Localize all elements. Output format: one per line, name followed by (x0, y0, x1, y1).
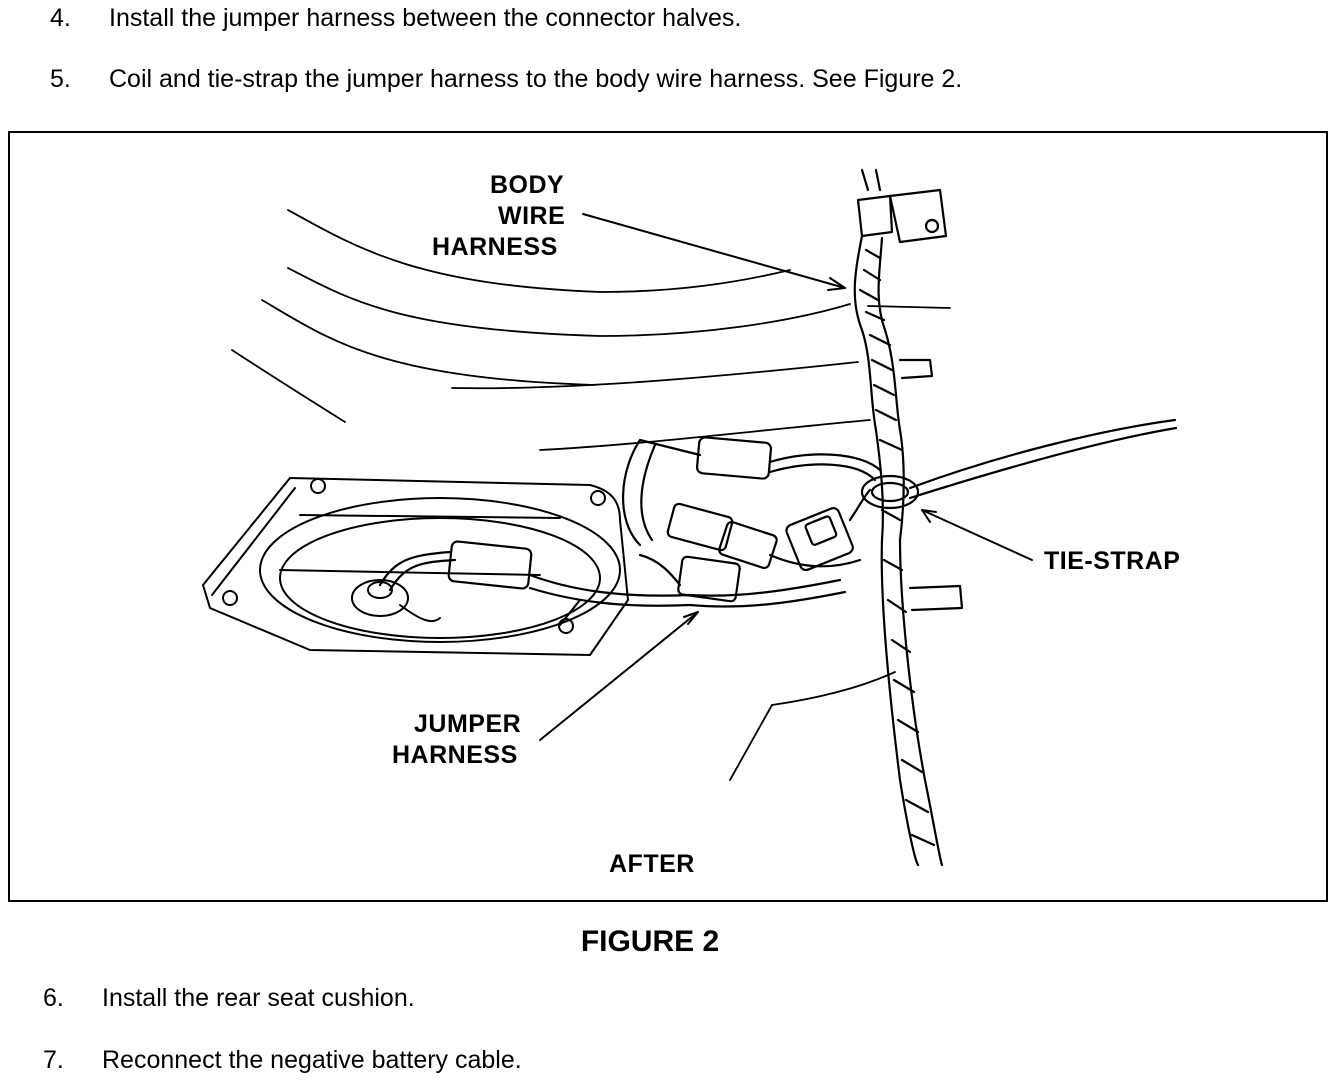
step-text: Install the jumper harness between the c… (109, 4, 742, 32)
step-number: 5. (50, 65, 71, 93)
body-wire-harness (853, 168, 1178, 867)
step-text: Reconnect the negative battery cable. (102, 1046, 522, 1074)
figure-caption: FIGURE 2 (580, 925, 720, 958)
label-line: WIRE (498, 202, 566, 230)
jumper-harness-label: JUMPER (414, 709, 521, 740)
label-line: BODY (490, 171, 565, 199)
step-text: Install the rear seat cushion. (102, 984, 415, 1012)
jumper-harness-wires (378, 436, 882, 627)
body-wire-harness-label: BODY (490, 170, 564, 201)
leader-lines (539, 213, 1033, 741)
figure-frame (8, 131, 1328, 902)
body-wire-harness-label: HARNESS (432, 232, 558, 263)
label-line: HARNESS (432, 233, 558, 261)
body-wire-harness-label: WIRE (498, 201, 565, 232)
tie-strap-label: TIE-STRAP (1044, 546, 1180, 577)
jumper-harness-label: HARNESS (392, 740, 518, 771)
seat-contour-lines (231, 209, 951, 781)
step-text: Coil and tie-strap the jumper harness to… (109, 65, 963, 93)
label-line: JUMPER (414, 710, 522, 738)
label-line: TIE-STRAP (1044, 547, 1181, 575)
step-number: 7. (43, 1046, 64, 1074)
access-plate (202, 477, 629, 656)
step-number: 6. (43, 984, 64, 1012)
view-label: AFTER (609, 849, 695, 880)
step-number: 4. (50, 4, 71, 32)
label-line: AFTER (609, 850, 695, 878)
label-line: HARNESS (392, 741, 518, 769)
